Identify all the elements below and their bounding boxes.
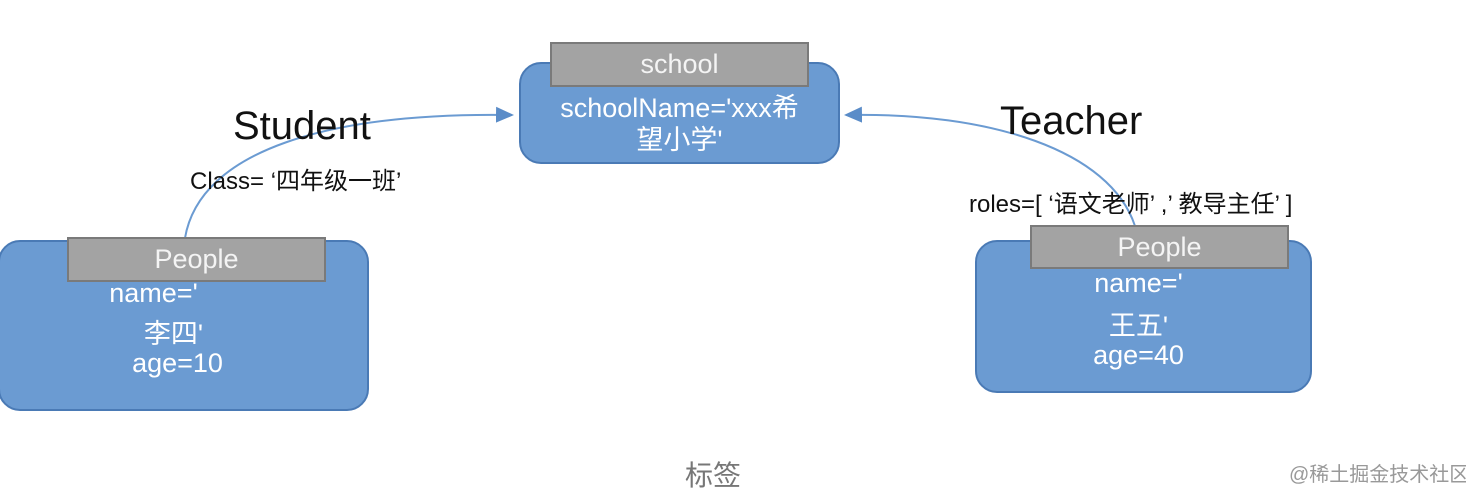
teacher-age: age=40 xyxy=(1093,340,1184,370)
student-name-line1: name=' xyxy=(109,278,198,308)
teacher-roles-label: roles=[ ‘语文老师’ ,’ 教导主任’ ] xyxy=(969,191,1293,218)
teacher-people-header: People xyxy=(1030,225,1289,269)
student-class-label: Class= ‘四年级一班’ xyxy=(190,168,402,195)
student-name-line2: 李四' xyxy=(143,319,204,349)
student-people-header: People xyxy=(67,237,326,282)
teacher-arrow xyxy=(844,106,1136,227)
school-name-line2: 望小学' xyxy=(636,125,723,155)
student-age: age=10 xyxy=(132,348,223,378)
teacher-relation-label: Teacher xyxy=(1000,99,1143,143)
school-name-line1: schoolName='xxx希 xyxy=(560,93,799,123)
student-arrow xyxy=(184,106,514,239)
teacher-name-line2: 王五' xyxy=(1108,311,1169,341)
school-header: school xyxy=(550,42,809,87)
watermark: @稀土掘金技术社区 xyxy=(1289,464,1466,486)
student-relation-label: Student xyxy=(233,104,371,148)
teacher-name-line1: name=' xyxy=(1094,268,1183,298)
caption: 标签 xyxy=(685,460,742,491)
